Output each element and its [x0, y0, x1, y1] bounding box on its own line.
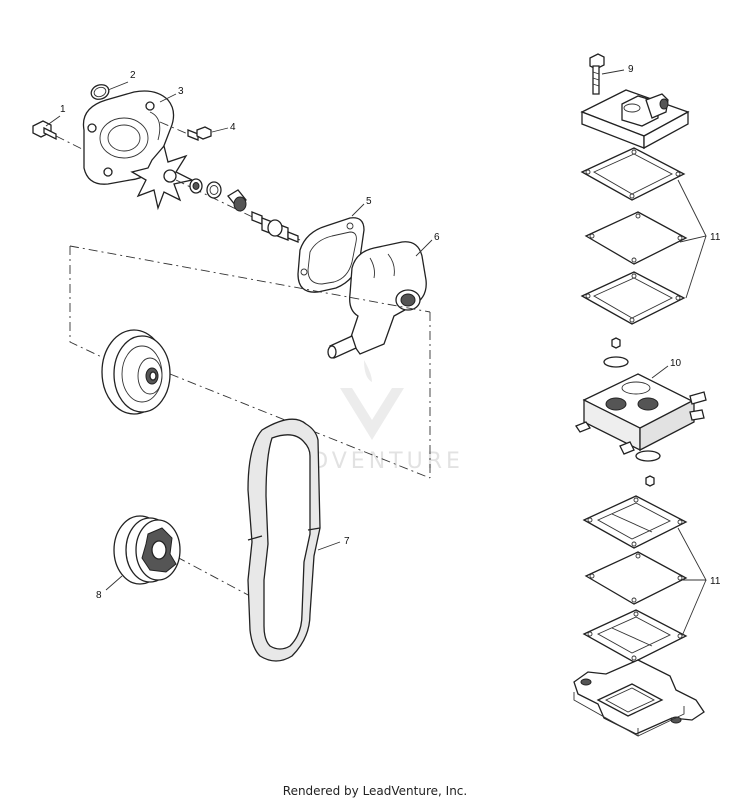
fuel-pump-base-plate — [573, 659, 705, 737]
callout-8: 8 — [96, 590, 102, 601]
callout-1: 1 — [60, 104, 66, 115]
lower-gasket-2 — [584, 551, 688, 605]
callout-6: 6 — [434, 232, 440, 243]
part-2-o-ring — [90, 84, 110, 100]
part-4-bolt — [159, 121, 212, 141]
watermark-logo-icon — [340, 360, 404, 440]
callout-numbers: 1 2 3 4 5 6 7 8 9 10 11 11 — [60, 64, 721, 601]
callout-10: 10 — [670, 358, 682, 369]
upper-gasket-2 — [584, 211, 688, 265]
upper-gasket-3 — [580, 271, 686, 325]
lower-gasket-1 — [582, 495, 688, 549]
footer-credit: Rendered by LeadVenture, Inc. — [282, 784, 468, 798]
lower-gasket-3 — [582, 609, 688, 663]
impeller — [130, 144, 194, 211]
callout-11-lower: 11 — [710, 576, 721, 587]
part-8-lower-pulley — [113, 515, 181, 585]
part-1-bolt — [32, 120, 97, 157]
callout-7: 7 — [344, 536, 350, 547]
callout-5: 5 — [366, 196, 372, 207]
fuel-pump-top-cover — [580, 89, 690, 150]
check-valve-top — [603, 337, 629, 368]
callout-11-upper: 11 — [710, 232, 721, 243]
part-6-pump-body — [327, 241, 427, 359]
upper-pulley — [101, 329, 171, 415]
part-7-drive-belt — [247, 418, 321, 662]
callout-2: 2 — [130, 70, 136, 81]
upper-gasket-1 — [580, 147, 686, 201]
callout-3: 3 — [178, 86, 184, 97]
callout-leaders — [45, 69, 707, 637]
callout-9: 9 — [628, 64, 634, 75]
callout-4: 4 — [230, 122, 236, 133]
part-9-screw — [589, 53, 605, 95]
pump-seals-and-shaft — [175, 178, 301, 243]
part-10-fuel-pump-body — [575, 373, 707, 455]
check-valve-bottom — [635, 450, 661, 487]
